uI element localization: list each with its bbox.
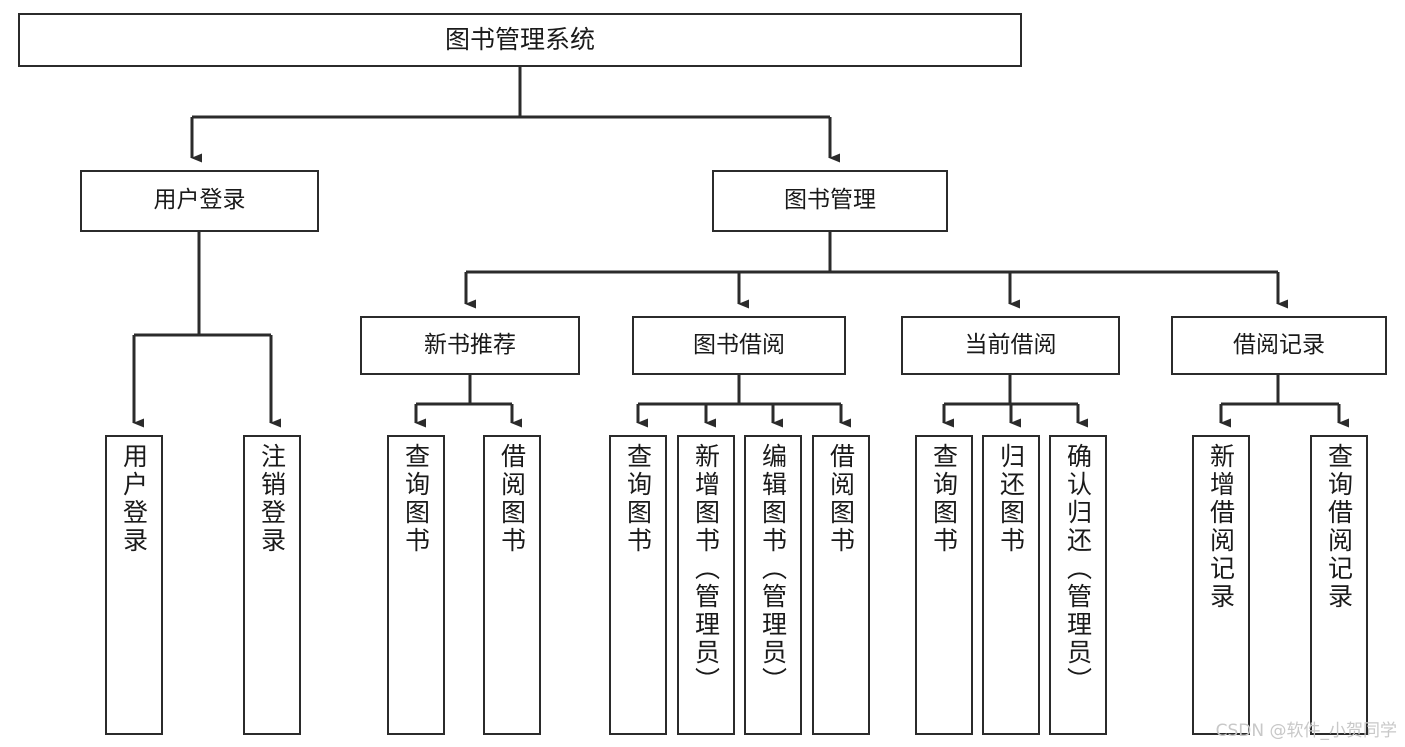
node-root[interactable]: 图书管理系统 [18,13,1022,67]
node-leaf-query-book-1-label: 查询图书 [401,443,431,555]
node-leaf-logout[interactable]: 注销登录 [243,435,301,735]
node-leaf-borrow-book-1-label: 借阅图书 [497,443,527,555]
node-leaf-logout-label: 注销登录 [257,443,287,555]
node-leaf-add-book-label: 新增图书（管理员） [691,443,721,695]
node-leaf-borrow-book-2[interactable]: 借阅图书 [812,435,870,735]
node-leaf-edit-book[interactable]: 编辑图书（管理员） [744,435,802,735]
node-new-book-recommend-label: 新书推荐 [424,331,516,358]
node-new-book-recommend[interactable]: 新书推荐 [360,316,580,375]
node-leaf-edit-book-label: 编辑图书（管理员） [758,443,788,695]
node-leaf-borrow-book-2-label: 借阅图书 [826,443,856,555]
node-leaf-confirm-return-label: 确认归还（管理员） [1063,443,1093,695]
node-borrow-record[interactable]: 借阅记录 [1171,316,1387,375]
node-leaf-query-book-2-label: 查询图书 [623,443,653,555]
node-user-login-label: 用户登录 [153,187,246,214]
csdn-watermark: CSDN @软件_小贺同学 [1215,721,1397,741]
node-leaf-borrow-book-1[interactable]: 借阅图书 [483,435,541,735]
node-book-management-label: 图书管理 [784,187,876,214]
node-leaf-confirm-return[interactable]: 确认归还（管理员） [1049,435,1107,735]
node-leaf-query-record-label: 查询借阅记录 [1324,443,1354,611]
node-leaf-return-book-label: 归还图书 [996,443,1026,555]
node-borrow-record-label: 借阅记录 [1233,331,1325,358]
node-leaf-query-book-2[interactable]: 查询图书 [609,435,667,735]
node-leaf-query-book-1[interactable]: 查询图书 [387,435,445,735]
node-leaf-query-book-3[interactable]: 查询图书 [915,435,973,735]
node-current-borrow[interactable]: 当前借阅 [901,316,1120,375]
node-leaf-add-record-label: 新增借阅记录 [1206,443,1236,611]
node-leaf-user-login[interactable]: 用户登录 [105,435,163,735]
node-current-borrow-label: 当前借阅 [964,331,1057,358]
node-user-login[interactable]: 用户登录 [80,170,319,232]
node-leaf-user-login-label: 用户登录 [119,443,149,555]
node-leaf-query-record[interactable]: 查询借阅记录 [1310,435,1368,735]
node-root-label: 图书管理系统 [444,25,595,54]
node-leaf-add-book[interactable]: 新增图书（管理员） [677,435,735,735]
node-leaf-add-record[interactable]: 新增借阅记录 [1192,435,1250,735]
node-book-borrow[interactable]: 图书借阅 [632,316,846,375]
node-book-borrow-label: 图书借阅 [693,331,785,358]
node-leaf-query-book-3-label: 查询图书 [929,443,959,555]
node-book-management[interactable]: 图书管理 [712,170,948,232]
node-leaf-return-book[interactable]: 归还图书 [982,435,1040,735]
